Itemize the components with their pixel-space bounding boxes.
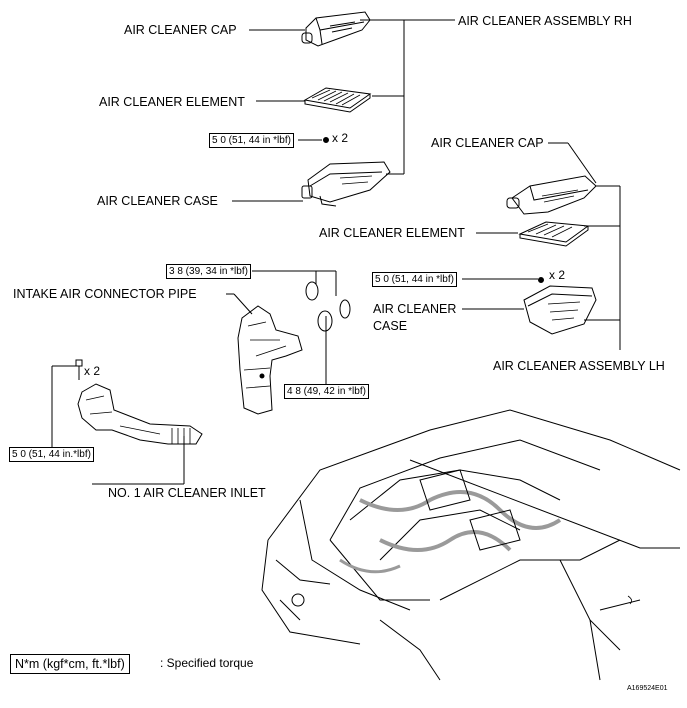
lh-cap-label: AIR CLEANER CAP <box>431 136 544 150</box>
rh-element-label: AIR CLEANER ELEMENT <box>99 95 245 109</box>
rh-assembly-label: AIR CLEANER ASSEMBLY RH <box>458 14 632 28</box>
lh-air-cleaner-cap-drawing <box>506 175 597 215</box>
lh-air-cleaner-element-drawing <box>518 221 590 247</box>
no1-air-cleaner-inlet-drawing <box>77 383 203 445</box>
lh-case-torque-spec: 5 0 (51, 44 in *lbf) <box>372 272 457 287</box>
lh-case-label-line1: AIR CLEANER <box>373 302 457 316</box>
intake-air-connector-pipe-drawing <box>237 281 351 415</box>
lh-case-bolt-icon <box>538 277 544 283</box>
pipe-lower-torque-spec: 4 8 (49, 42 in *lbf) <box>284 384 369 399</box>
rh-cap-label: AIR CLEANER CAP <box>124 23 237 37</box>
no1-air-cleaner-inlet-label: NO. 1 AIR CLEANER INLET <box>108 486 266 500</box>
intake-pipe-leader-lines <box>226 270 337 384</box>
inlet-bolt-quantity: x 2 <box>84 364 101 378</box>
inlet-torque-spec: 5 0 (51, 44 in.*lbf) <box>9 447 94 462</box>
pipe-upper-torque-spec: 3 8 (39, 34 in *lbf) <box>166 264 251 279</box>
rh-case-torque-spec: 5 0 (51, 44 in *lbf) <box>209 133 294 148</box>
rh-case-bolt-quantity: x 2 <box>332 131 349 145</box>
figure-id: A169524E01 <box>627 685 668 692</box>
rh-case-label: AIR CLEANER CASE <box>97 194 218 208</box>
torque-legend-description: : Specified torque <box>160 656 254 670</box>
lh-air-cleaner-case-drawing <box>523 285 597 335</box>
lh-case-bolt-quantity: x 2 <box>549 268 566 282</box>
inlet-bolt-icon <box>75 359 83 380</box>
vehicle-front-drawing <box>261 409 681 681</box>
rh-air-cleaner-element-drawing <box>303 87 372 113</box>
rh-air-cleaner-cap-drawing <box>301 11 371 47</box>
rh-air-cleaner-case-drawing <box>301 161 391 207</box>
lh-assembly-label: AIR CLEANER ASSEMBLY LH <box>493 359 665 373</box>
lh-case-label-line2: CASE <box>373 319 408 333</box>
rh-leader-lines <box>232 19 455 202</box>
lh-leader-lines <box>462 142 621 350</box>
rh-case-bolt-icon <box>323 137 329 143</box>
torque-units-legend: N*m (kgf*cm, ft.*lbf) <box>10 654 130 674</box>
lh-element-label: AIR CLEANER ELEMENT <box>319 226 465 240</box>
intake-air-connector-pipe-label: INTAKE AIR CONNECTOR PIPE <box>13 287 197 301</box>
